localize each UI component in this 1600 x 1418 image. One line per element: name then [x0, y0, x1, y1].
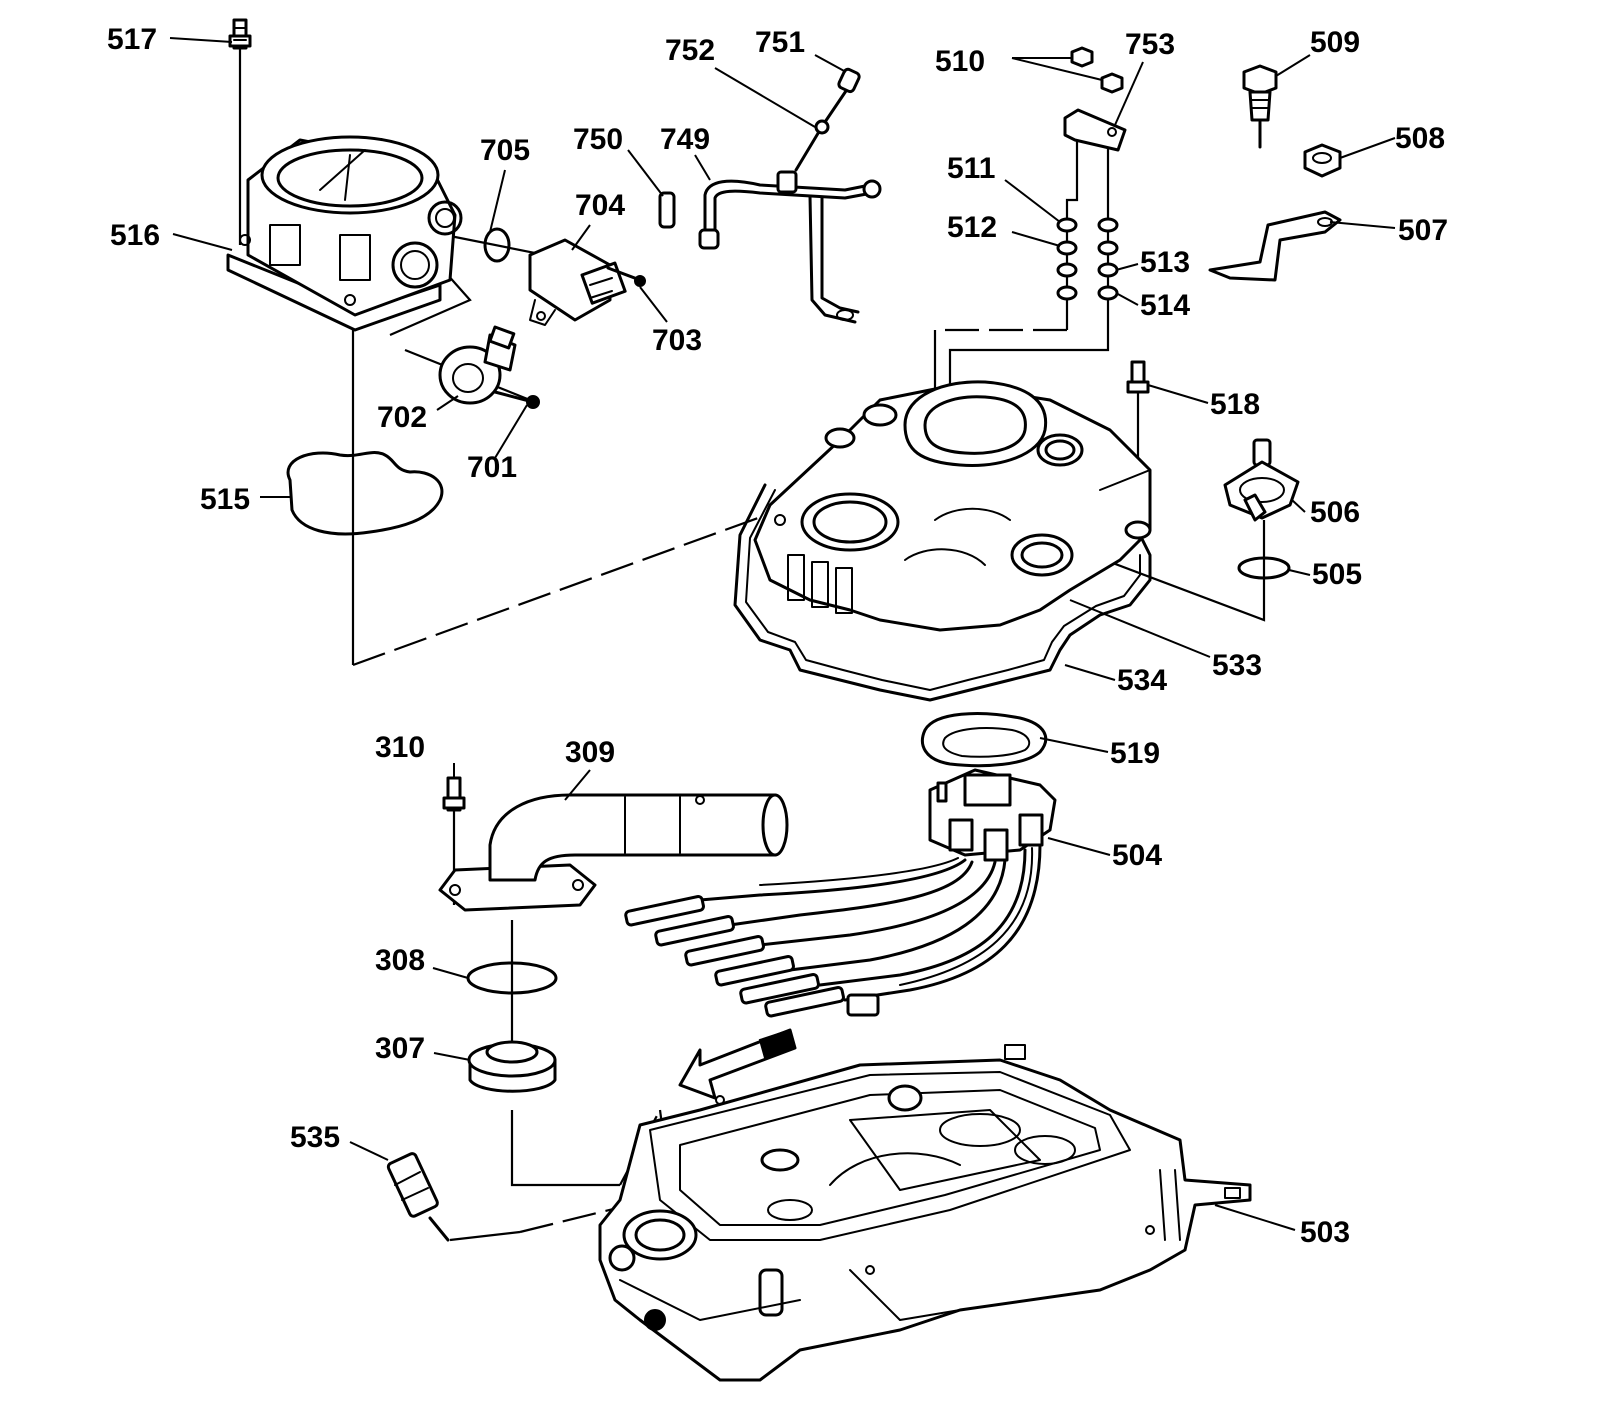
sensor-535 [386, 1152, 450, 1242]
washers-511 [1056, 217, 1119, 233]
callout-505: 505 [1312, 558, 1362, 591]
callout-506: 506 [1310, 496, 1360, 529]
callout-705: 705 [480, 134, 530, 167]
gasket-534-inner [745, 489, 1141, 691]
callout-517: 517 [107, 23, 157, 56]
o-ring-505 [1237, 556, 1291, 580]
washers-514 [1056, 285, 1119, 301]
callout-504: 504 [1112, 839, 1162, 872]
callout-518: 518 [1210, 388, 1260, 421]
iac-valve-704 [528, 238, 627, 326]
gasket-519-inner [942, 727, 1031, 758]
callout-703: 703 [652, 324, 702, 357]
screw-703 [606, 266, 646, 287]
bolt-509 [1242, 64, 1278, 149]
sensor-506 [1223, 438, 1300, 522]
stud-517 [228, 18, 252, 50]
injectors [624, 895, 880, 1018]
callout-513: 513 [1140, 246, 1190, 279]
assembly-lines [238, 40, 1266, 1246]
nut-508 [1303, 143, 1342, 178]
callout-labels: 517 516 705 704 703 702 701 515 750 749 … [107, 23, 1448, 1249]
callout-309: 309 [565, 736, 615, 769]
stud-518 [1126, 360, 1150, 394]
cap-751 [837, 67, 861, 94]
lower-intake-manifold-503 [598, 1044, 1252, 1382]
callout-511: 511 [947, 152, 995, 185]
callout-752: 752 [665, 34, 715, 67]
callout-750: 750 [573, 123, 623, 156]
gasket-519 [920, 712, 1048, 768]
callout-510: 510 [935, 45, 985, 78]
vent-hose-752 [794, 83, 852, 172]
callout-508: 508 [1395, 122, 1445, 155]
gasket-515 [286, 450, 444, 536]
callout-310: 310 [375, 731, 425, 764]
callout-515: 515 [200, 483, 250, 516]
nuts-510 [1070, 46, 1124, 94]
callout-702: 702 [377, 401, 427, 434]
gasket-534 [733, 483, 1152, 702]
callout-307: 307 [375, 1032, 425, 1065]
tps-sensor-702 [438, 325, 517, 405]
fitting-750 [658, 191, 676, 229]
callout-308: 308 [375, 944, 425, 977]
water-outlet-309 [438, 793, 789, 912]
callout-753: 753 [1125, 28, 1175, 61]
arrow-left-icon [678, 1028, 797, 1100]
callout-701: 701 [467, 451, 517, 484]
pipe-749 [698, 170, 882, 324]
callout-507: 507 [1398, 214, 1448, 247]
bracket-507 [1208, 210, 1342, 282]
callout-533: 533 [1212, 649, 1262, 682]
washers-512 [1056, 240, 1119, 256]
callout-503: 503 [1300, 1216, 1350, 1249]
bracket-753 [1063, 108, 1127, 152]
callout-516: 516 [110, 219, 160, 252]
callout-519: 519 [1110, 737, 1160, 770]
washers-513 [1056, 262, 1119, 278]
leader-lines [169, 37, 1396, 1231]
stud-310 [442, 776, 466, 812]
callout-704: 704 [575, 189, 625, 222]
callout-749: 749 [660, 123, 710, 156]
callout-534: 534 [1117, 664, 1167, 697]
seal-307 [467, 1040, 557, 1093]
callout-514: 514 [1140, 289, 1190, 322]
injector-harness-504 [624, 768, 1057, 1018]
o-ring-705 [483, 227, 511, 263]
callout-535: 535 [290, 1121, 340, 1154]
screw-701 [493, 390, 540, 409]
upper-intake-manifold-533 [753, 380, 1152, 632]
callout-512: 512 [947, 211, 997, 244]
throttle-body-516 [226, 135, 463, 332]
callout-509: 509 [1310, 26, 1360, 59]
callout-751: 751 [755, 26, 805, 59]
